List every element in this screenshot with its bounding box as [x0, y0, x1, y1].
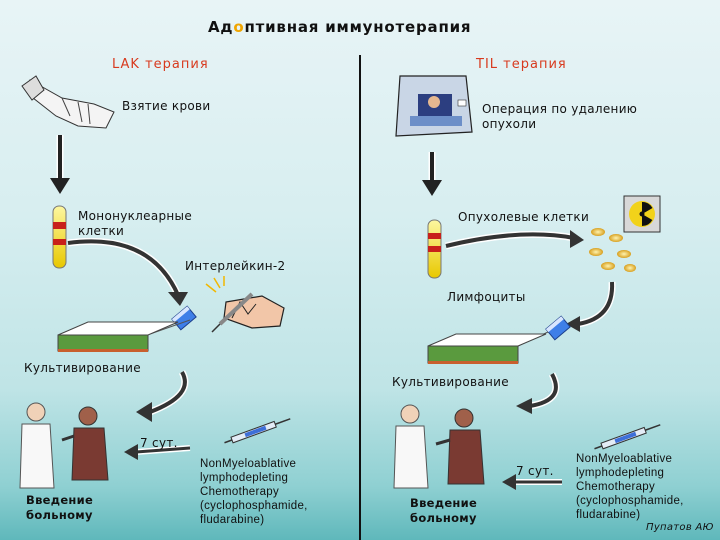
right-blue-vial [546, 316, 570, 340]
left-culture-dish [58, 322, 178, 352]
right-curved-arrow-1 [566, 282, 612, 332]
interleukin-label: Интерлейкин-2 [185, 259, 285, 274]
author-credit: Пупатов АЮ [646, 522, 714, 534]
left-step1-label: Взятие крови [122, 99, 211, 114]
right-days-label: 7 сут. [516, 464, 554, 479]
til-heading: TIL терапия [476, 57, 567, 72]
right-syringe [593, 422, 661, 452]
tumor-cells-cluster [589, 228, 636, 272]
left-days-label: 7 сут. [140, 436, 178, 451]
left-arrow-down-1 [50, 135, 70, 194]
right-arrow-down-1 [422, 152, 442, 196]
left-patient-illustration [20, 403, 108, 488]
right-culture-dish [428, 334, 546, 364]
left-cells-label: Мононуклеарные клетки [78, 209, 218, 239]
title-rest: птивная иммунотерапия [244, 18, 471, 36]
right-patient-illustration [394, 405, 484, 488]
title-highlight: о [233, 18, 244, 36]
syringe-hand-illustration [206, 276, 284, 332]
blood-draw-illustration [22, 76, 114, 128]
right-cells-label: Опухолевые клетки [458, 210, 589, 225]
right-chemo-label: NonMyeloablative lymphodepleting Chemoth… [576, 452, 708, 522]
right-culture-label: Культивирование [392, 375, 509, 390]
left-curved-arrow-1 [68, 241, 188, 306]
lak-heading: LAK терапия [112, 57, 209, 72]
slide-title: Адоптивная иммунотерапия [208, 20, 471, 35]
right-arrow-to-cells [446, 230, 584, 248]
right-step1-label: Операция по удалению опухоли [482, 102, 662, 132]
right-curved-arrow-2 [516, 374, 556, 414]
title-prefix: Ад [208, 18, 233, 36]
left-curved-arrow-2 [136, 372, 185, 422]
left-culture-label: Культивирование [24, 361, 141, 376]
right-admin-label: Введение больному [410, 496, 500, 526]
right-test-tube [428, 220, 441, 278]
left-chemo-label: NonMyeloablative lymphodepleting Chemoth… [200, 457, 330, 527]
left-blue-vial [172, 306, 196, 330]
left-admin-label: Введение больному [26, 493, 116, 523]
radiation-hazard-icon [624, 196, 660, 232]
left-test-tube [53, 206, 66, 268]
surgery-illustration [396, 76, 472, 136]
lymph-label: Лимфоциты [447, 290, 526, 305]
left-syringe [223, 416, 291, 446]
